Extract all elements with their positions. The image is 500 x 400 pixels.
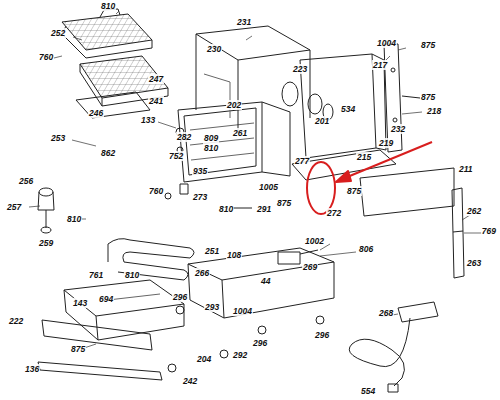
callout-number: 219 bbox=[378, 138, 394, 148]
callout-number: 875 bbox=[276, 198, 292, 208]
callout-number: 291 bbox=[256, 204, 272, 214]
callout-number: 806 bbox=[358, 244, 374, 254]
side-bracket bbox=[384, 44, 420, 152]
power-cord bbox=[349, 302, 438, 392]
oven-cavity bbox=[176, 102, 290, 182]
callout-number: 769 bbox=[481, 226, 497, 236]
callout-number: 809 bbox=[203, 133, 219, 143]
clip-parts bbox=[165, 184, 252, 208]
callout-number: 231 bbox=[236, 17, 252, 27]
callout-number: 760 bbox=[148, 186, 164, 196]
callout-number: 694 bbox=[98, 294, 114, 304]
callout-number: 875 bbox=[70, 344, 86, 354]
callout-number: 136 bbox=[24, 364, 40, 374]
callout-number: 204 bbox=[196, 354, 212, 364]
callout-number: 266 bbox=[194, 268, 210, 278]
callout-number: 202 bbox=[226, 100, 242, 110]
callout-number: 292 bbox=[232, 350, 248, 360]
callout-number: 862 bbox=[100, 148, 116, 158]
callout-number: 1005 bbox=[258, 182, 279, 192]
callout-number: 875 bbox=[346, 186, 362, 196]
heating-element bbox=[108, 239, 194, 280]
callout-number: 296 bbox=[314, 330, 330, 340]
callout-number: 201 bbox=[314, 116, 330, 126]
callout-number: 810 bbox=[218, 204, 234, 214]
callout-number: 251 bbox=[204, 246, 220, 256]
callout-number: 232 bbox=[390, 124, 406, 134]
callout-number: 1004 bbox=[232, 306, 253, 316]
callout-number: 218 bbox=[426, 106, 442, 116]
callout-number: 272 bbox=[326, 208, 342, 218]
callout-number: 261 bbox=[232, 128, 248, 138]
callout-number: 268 bbox=[378, 308, 394, 318]
callout-number: 253 bbox=[50, 133, 66, 143]
callout-number: 223 bbox=[292, 64, 308, 74]
callout-number: 247 bbox=[148, 74, 164, 84]
callout-number: 215 bbox=[356, 152, 372, 162]
callout-number: 935 bbox=[192, 166, 208, 176]
callout-number: 133 bbox=[140, 115, 156, 125]
callout-number: 273 bbox=[192, 192, 208, 202]
callout-number: 259 bbox=[38, 238, 54, 248]
callout-number: 263 bbox=[466, 258, 482, 268]
callout-number: 296 bbox=[252, 338, 268, 348]
callout-number: 242 bbox=[182, 376, 198, 386]
callout-number: 44 bbox=[260, 276, 271, 286]
callout-number: 211 bbox=[458, 164, 474, 174]
control-knob bbox=[38, 188, 54, 233]
callout-number: 1004 bbox=[376, 38, 397, 48]
leader-lines bbox=[29, 11, 484, 348]
callout-number: 230 bbox=[206, 44, 222, 54]
callout-number: 810 bbox=[100, 1, 116, 11]
callout-number: 761 bbox=[88, 270, 104, 280]
feet bbox=[168, 306, 324, 372]
callout-number: 296 bbox=[172, 292, 188, 302]
callout-number: 760 bbox=[38, 52, 54, 62]
callout-number: 875 bbox=[420, 92, 436, 102]
callout-number: 269 bbox=[302, 262, 318, 272]
callout-number: 108 bbox=[226, 250, 242, 260]
door-handle bbox=[38, 362, 162, 380]
callout-number: 256 bbox=[18, 176, 34, 186]
tray-front bbox=[42, 320, 152, 350]
side-trim bbox=[452, 188, 464, 278]
base-chassis bbox=[188, 248, 334, 318]
callout-number: 554 bbox=[360, 386, 376, 396]
callout-number: 252 bbox=[50, 28, 66, 38]
callout-number: 1002 bbox=[304, 236, 325, 246]
callout-number: 875 bbox=[420, 40, 436, 50]
highlight-marker bbox=[307, 142, 432, 214]
wire-rack bbox=[62, 9, 152, 58]
control-panel bbox=[360, 168, 454, 216]
callout-number: 810 bbox=[203, 143, 219, 153]
callout-number: 246 bbox=[88, 108, 104, 118]
broil-pan bbox=[76, 56, 168, 118]
callout-number: 241 bbox=[148, 96, 164, 106]
callout-number: 293 bbox=[204, 302, 220, 312]
callout-number: 810 bbox=[124, 270, 140, 280]
callout-number: 222 bbox=[8, 316, 24, 326]
callout-number: 257 bbox=[6, 202, 22, 212]
callout-number: 810 bbox=[66, 214, 82, 224]
callout-number: 143 bbox=[72, 298, 88, 308]
callout-number: 534 bbox=[340, 104, 356, 114]
callout-number: 282 bbox=[176, 132, 192, 142]
fan-motor bbox=[282, 82, 333, 120]
callout-number: 217 bbox=[372, 60, 388, 70]
top-cover bbox=[196, 26, 310, 134]
callout-number: 752 bbox=[168, 151, 184, 161]
callout-number: 277 bbox=[294, 156, 310, 166]
callout-number: 262 bbox=[466, 206, 482, 216]
